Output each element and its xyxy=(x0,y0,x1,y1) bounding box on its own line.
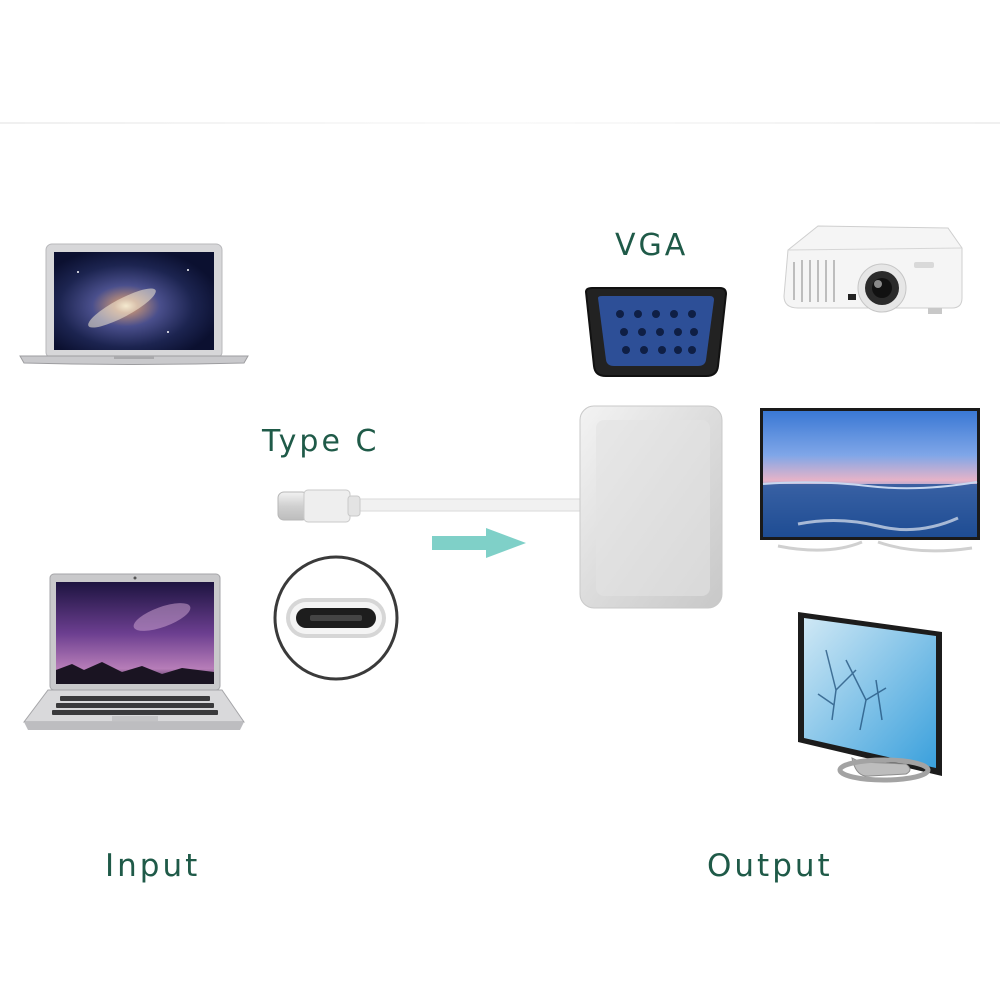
right-arrow-icon xyxy=(432,528,528,558)
tv-icon xyxy=(758,406,984,562)
output-label: Output xyxy=(707,848,833,884)
monitor-icon xyxy=(796,610,944,786)
top-divider xyxy=(0,122,1000,124)
usb-c-to-vga-adapter-icon xyxy=(270,404,730,610)
vga-label: VGA xyxy=(615,228,689,263)
usb-c-port-icon xyxy=(272,554,400,682)
vga-port-icon xyxy=(578,286,734,380)
input-label: Input xyxy=(105,848,201,884)
projector-icon xyxy=(778,222,966,318)
laptop-icon xyxy=(22,572,246,734)
type-c-label: Type C xyxy=(262,424,380,459)
macbook-laptop-icon xyxy=(18,242,250,366)
